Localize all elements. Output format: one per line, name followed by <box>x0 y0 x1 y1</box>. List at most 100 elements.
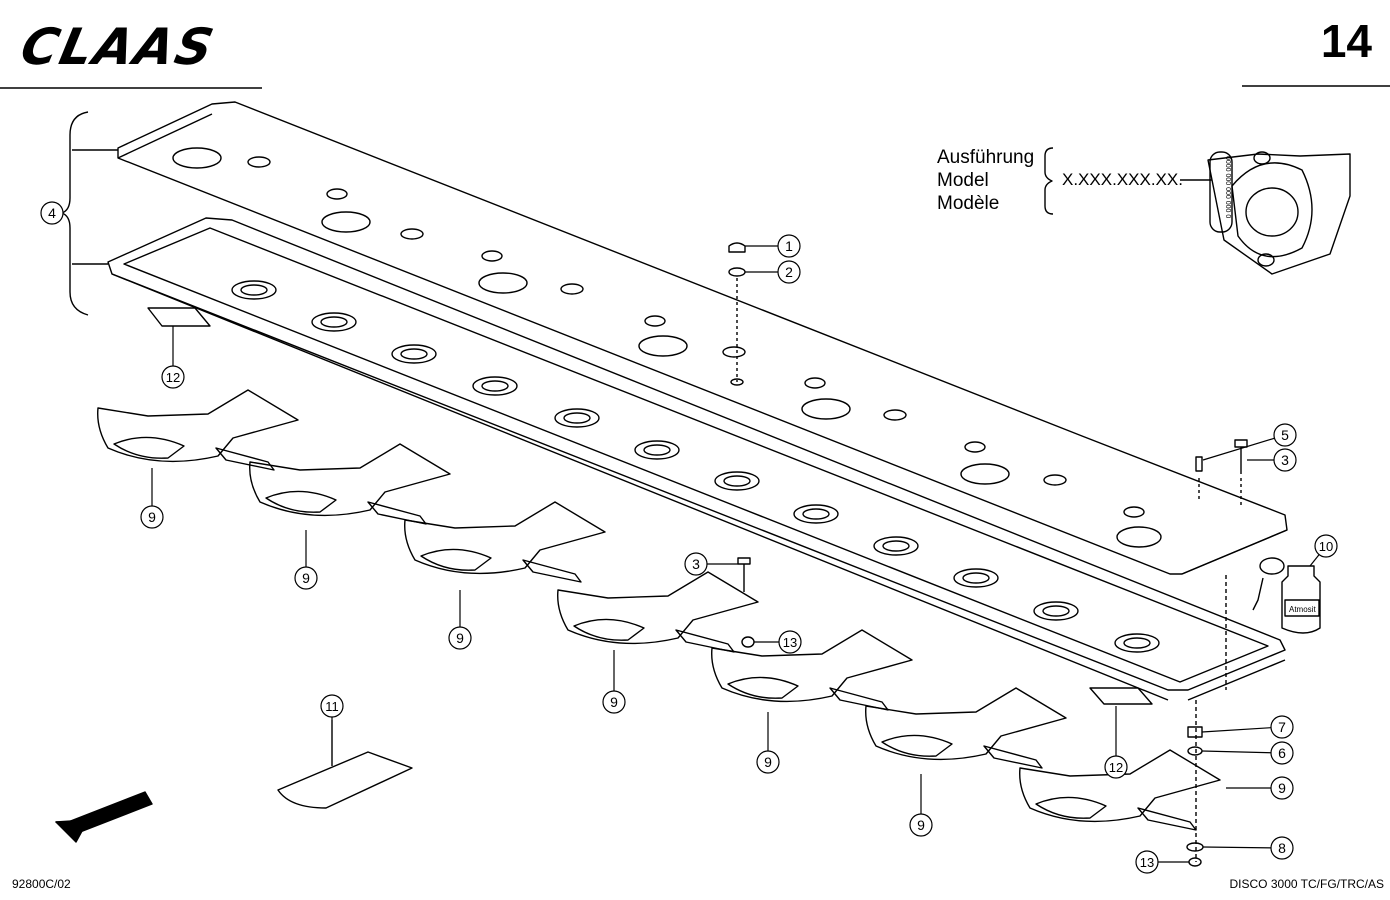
callout-number: 9 <box>610 694 618 710</box>
callout-bubble <box>1104 755 1128 779</box>
cutterbar-housing-bottom <box>111 273 1169 701</box>
hole-target <box>730 378 744 386</box>
callout-leader <box>1202 846 1283 849</box>
top-plate-hole <box>481 250 503 262</box>
callout-number: 6 <box>1278 745 1286 761</box>
callout-number: 9 <box>1278 780 1286 796</box>
cleat-left <box>147 307 211 327</box>
bolt-head-mid <box>737 557 751 565</box>
callout-bubble <box>294 566 318 590</box>
callout-bubble <box>778 630 802 654</box>
top-plate-bore <box>172 147 222 169</box>
callout-bubble <box>1270 836 1294 860</box>
cutting-disc-skid <box>557 571 759 653</box>
callout-bubble <box>161 365 185 389</box>
bolt-head <box>1234 439 1248 448</box>
cutting-disc-skid <box>97 389 299 471</box>
callout-number: 13 <box>783 635 797 650</box>
callout-leader <box>1202 434 1286 461</box>
callout-bubble <box>756 750 780 774</box>
cutting-disc-skid <box>249 443 451 525</box>
callout-bubble <box>40 201 64 225</box>
cleat-right <box>1089 687 1153 705</box>
type-plate-illustration: 0000 000 000 000 0 <box>1044 147 1351 275</box>
callout-leader <box>1201 750 1283 754</box>
nut-13 <box>1188 857 1202 867</box>
cap-screw <box>728 242 746 253</box>
variant-code: X.XXX.XXX.XX. <box>1062 170 1183 189</box>
top-plate-hole <box>883 409 907 421</box>
top-plate-bore <box>1116 526 1162 548</box>
callout-bubble <box>777 234 801 258</box>
callout-number: 9 <box>917 817 925 833</box>
top-plate-hole <box>722 346 746 358</box>
nut-6 <box>1187 746 1203 756</box>
bottle-label: Atmosit <box>1289 605 1316 614</box>
skid-row <box>97 389 1221 831</box>
callout-number: 4 <box>48 205 56 221</box>
callout-number: 9 <box>456 630 464 646</box>
callout-number: 9 <box>764 754 772 770</box>
top-plate-hole <box>964 441 986 453</box>
top-plate-hole <box>644 315 666 327</box>
skid-shoe <box>277 751 413 809</box>
top-plate-edge <box>117 113 213 159</box>
callout-number: 12 <box>1109 760 1123 775</box>
callout-number: 7 <box>1278 719 1286 735</box>
top-plate-hole <box>400 228 424 240</box>
callout-leader <box>1201 726 1283 733</box>
callout-number: 10 <box>1319 539 1333 554</box>
nut-mid <box>741 636 755 648</box>
callout-bubble <box>684 552 708 576</box>
machine-model: DISCO 3000 TC/FG/TRC/AS <box>1229 877 1384 891</box>
washer-8 <box>1186 842 1204 852</box>
callout-bubble <box>1135 850 1159 874</box>
callout-number: 12 <box>166 370 180 385</box>
top-plate-bore <box>321 211 371 233</box>
callout-bubble <box>1273 448 1297 472</box>
top-plate-hole <box>560 283 584 295</box>
callout-number: 3 <box>1281 452 1289 468</box>
top-plate-hole <box>1043 474 1067 486</box>
top-plate-hole <box>804 377 826 389</box>
variant-label-fr: Modèle <box>937 193 1000 214</box>
cutting-disc-skid <box>865 687 1067 769</box>
callout-number: 9 <box>302 570 310 586</box>
bearing-rings <box>231 280 1160 653</box>
callout-number: 8 <box>1278 840 1286 856</box>
callout-bubble <box>1270 741 1294 765</box>
callout-number: 5 <box>1281 427 1289 443</box>
washer <box>728 267 746 277</box>
dowel-pin <box>1195 456 1203 472</box>
top-plate <box>117 101 1288 575</box>
top-plate-bore <box>801 398 851 420</box>
callout-number: 11 <box>325 699 339 714</box>
top-plate-bore <box>960 463 1010 485</box>
callout-bubble <box>777 260 801 284</box>
callout-number: 2 <box>785 264 793 280</box>
top-plate-bore <box>638 335 688 357</box>
cutting-disc-skid <box>404 501 606 583</box>
top-plate-hole <box>247 156 271 168</box>
atmosit-bottle <box>1252 557 1321 634</box>
callout-number: 13 <box>1140 855 1154 870</box>
drawing-number: 92800C/02 <box>12 877 71 891</box>
cutterbar-housing-inner <box>123 227 1269 683</box>
callout-bubble <box>1314 534 1338 558</box>
callout-bubble <box>909 813 933 837</box>
cutting-disc-skid <box>1019 749 1221 831</box>
callout-number: 3 <box>692 556 700 572</box>
variant-labels: Ausführung Model Modèle <box>937 146 1034 215</box>
page-number: 14 <box>1320 15 1372 67</box>
top-plate-hole <box>1123 506 1145 518</box>
callout-bubble <box>1270 776 1294 800</box>
variant-label-de: Ausführung <box>937 147 1035 168</box>
callout-bubble <box>1270 715 1294 739</box>
cutterbar-housing <box>107 217 1286 691</box>
callout-bubble <box>448 626 472 650</box>
top-plate-edge-end <box>1181 529 1288 575</box>
callout-bubble <box>140 505 164 529</box>
